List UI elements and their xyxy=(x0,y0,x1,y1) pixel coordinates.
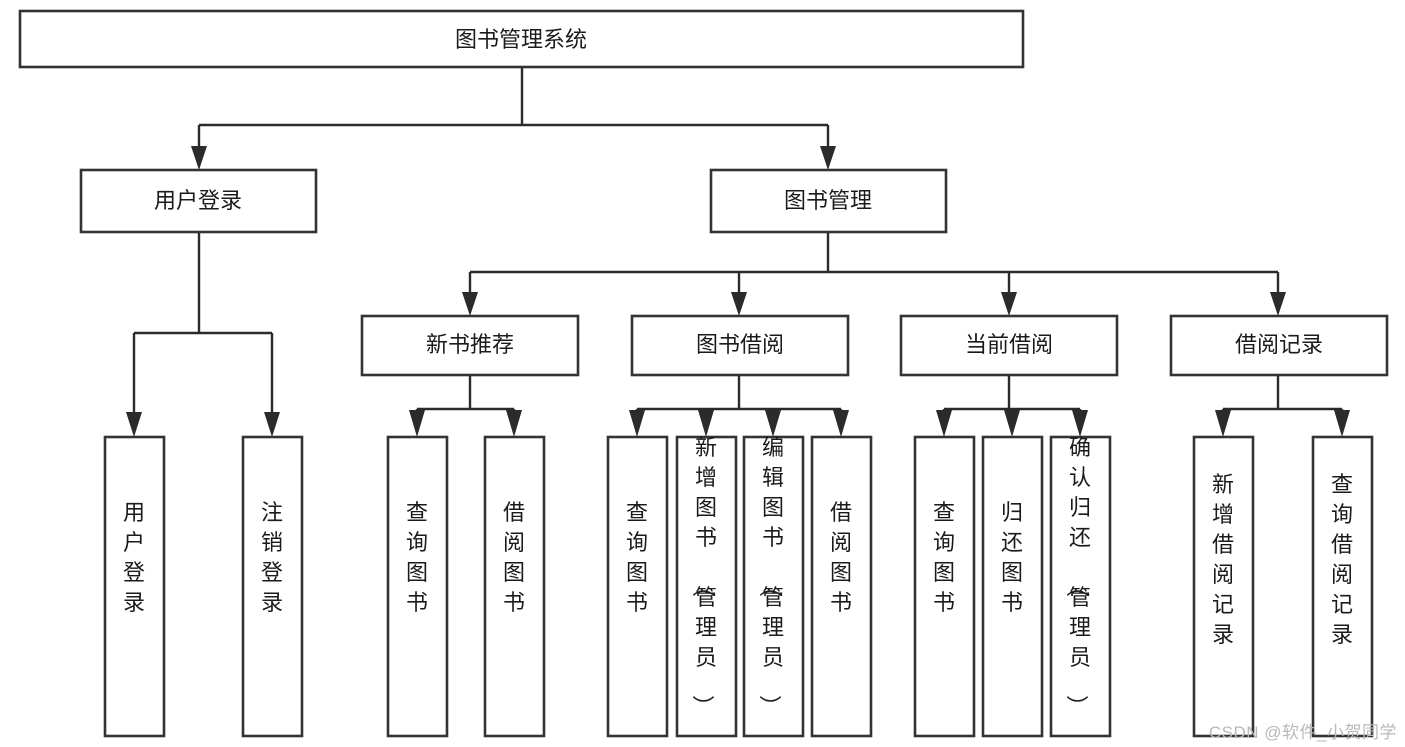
leaf-nb-query-book-label: 查询图书 xyxy=(406,500,428,615)
leaf-br-query-record-label: 查询借阅记录 xyxy=(1331,472,1353,647)
arrow-head-cb-leaf-2 xyxy=(1004,410,1020,437)
arrow-head-nb-leaf-1 xyxy=(409,410,425,437)
node-current-borrow-label: 当前借阅 xyxy=(965,332,1053,357)
arrow-head-nb-leaf-2 xyxy=(506,410,522,437)
node-current-borrow-box[interactable] xyxy=(899,314,1119,377)
arrow-head-leaf-user-login xyxy=(126,412,142,437)
leaf-br-add-record[interactable]: 新增借阅记录 xyxy=(1192,435,1255,738)
node-book-manage[interactable]: 图书管理 xyxy=(709,168,948,234)
arrow-head-leaf-logout xyxy=(264,412,280,437)
node-book-borrow-box[interactable] xyxy=(630,314,850,377)
arrow-head-current-borrow xyxy=(1001,292,1017,316)
leaf-bb-query-book[interactable]: 查询图书 xyxy=(606,435,669,738)
connectors-borrow-record-to-leaves xyxy=(1215,375,1350,437)
arrow-head-bb-leaf-1 xyxy=(629,410,645,437)
arrow-head-bb-leaf-2 xyxy=(698,410,714,437)
node-root-label: 图书管理系统 xyxy=(455,27,587,52)
connectors-user-login-to-leaves xyxy=(126,232,280,437)
node-root[interactable]: 图书管理系统 xyxy=(18,9,1025,69)
leaf-cb-query-book-label: 查询图书 xyxy=(933,500,955,615)
leaf-bb-borrow-book-label: 借阅图书 xyxy=(830,500,852,615)
leaf-bb-edit-book-box[interactable] xyxy=(742,435,805,738)
node-user-login-box[interactable] xyxy=(79,168,318,234)
leaf-cb-query-book[interactable]: 查询图书 xyxy=(913,435,976,738)
arrow-head-br-leaf-1 xyxy=(1215,410,1231,437)
node-new-book-recommend-label: 新书推荐 xyxy=(426,332,514,357)
node-new-book-recommend-box[interactable] xyxy=(360,314,580,377)
arrow-head-bb-leaf-4 xyxy=(833,410,849,437)
leaf-user-login-box[interactable] xyxy=(103,435,166,738)
node-current-borrow[interactable]: 当前借阅 xyxy=(899,314,1119,377)
arrow-head-book-borrow xyxy=(731,292,747,316)
connectors-book-borrow-to-leaves xyxy=(629,375,849,437)
leaf-logout-label: 注销登录 xyxy=(261,500,283,615)
node-book-manage-label: 图书管理 xyxy=(784,188,872,213)
leaf-nb-query-book[interactable]: 查询图书 xyxy=(386,435,449,738)
leaf-br-add-record-box[interactable] xyxy=(1192,435,1255,738)
leaf-cb-confirm-return-box[interactable] xyxy=(1049,435,1112,738)
leaf-cb-return-book-label: 归还图书 xyxy=(1001,500,1023,615)
arrow-head-user-login xyxy=(191,146,207,170)
leaf-bb-add-book-box[interactable] xyxy=(675,435,738,738)
arrow-head-cb-leaf-3 xyxy=(1072,410,1088,437)
connectors-new-book-to-leaves xyxy=(409,375,522,437)
leaf-nb-borrow-book[interactable]: 借阅图书 xyxy=(483,435,546,738)
leaf-user-login[interactable]: 用户登录 xyxy=(103,435,166,738)
leaf-cb-return-book-box[interactable] xyxy=(981,435,1044,738)
leaf-nb-query-book-box[interactable] xyxy=(386,435,449,738)
node-root-box[interactable] xyxy=(18,9,1025,69)
leaf-logout[interactable]: 注销登录 xyxy=(241,435,304,738)
leaf-bb-borrow-book-box[interactable] xyxy=(810,435,873,738)
node-new-book-recommend[interactable]: 新书推荐 xyxy=(360,314,580,377)
leaf-logout-box[interactable] xyxy=(241,435,304,738)
node-user-login[interactable]: 用户登录 xyxy=(79,168,318,234)
leaf-bb-borrow-book[interactable]: 借阅图书 xyxy=(810,435,873,738)
node-borrow-record-label: 借阅记录 xyxy=(1235,332,1323,357)
leaf-bb-add-book[interactable]: 新增图书（管理员） xyxy=(675,435,738,738)
arrow-head-cb-leaf-1 xyxy=(936,410,952,437)
arrow-head-new-book xyxy=(462,292,478,316)
node-user-login-label: 用户登录 xyxy=(154,188,242,213)
leaf-bb-query-book-label: 查询图书 xyxy=(626,500,648,615)
connectors-root-to-level2 xyxy=(191,67,836,170)
leaf-br-add-record-label: 新增借阅记录 xyxy=(1212,472,1234,647)
arrow-head-book-manage xyxy=(820,146,836,170)
leaf-bb-query-book-box[interactable] xyxy=(606,435,669,738)
node-book-manage-box[interactable] xyxy=(709,168,948,234)
leaf-bb-edit-book[interactable]: 编辑图书（管理员） xyxy=(742,435,805,738)
arrow-head-bb-leaf-3 xyxy=(765,410,781,437)
leaf-bb-add-book-label: 新增图书（管理员） xyxy=(690,435,717,717)
leaf-cb-confirm-return-label: 确认归还（管理员） xyxy=(1064,435,1091,717)
arrow-head-borrow-record xyxy=(1270,292,1286,316)
leaf-cb-query-book-box[interactable] xyxy=(913,435,976,738)
leaf-br-query-record[interactable]: 查询借阅记录 xyxy=(1311,435,1374,738)
leaf-cb-confirm-return[interactable]: 确认归还（管理员） xyxy=(1049,435,1112,738)
leaf-br-query-record-box[interactable] xyxy=(1311,435,1374,738)
node-borrow-record[interactable]: 借阅记录 xyxy=(1169,314,1389,377)
csdn-watermark: CSDN @软件_小贺同学 xyxy=(1208,723,1397,742)
arrow-head-br-leaf-2 xyxy=(1334,410,1350,437)
leaf-nb-borrow-book-label: 借阅图书 xyxy=(503,500,525,615)
node-borrow-record-box[interactable] xyxy=(1169,314,1389,377)
node-book-borrow[interactable]: 图书借阅 xyxy=(630,314,850,377)
leaf-bb-edit-book-label: 编辑图书（管理员） xyxy=(757,435,784,717)
leaf-user-login-label: 用户登录 xyxy=(123,500,145,615)
node-book-borrow-label: 图书借阅 xyxy=(696,332,784,357)
leaf-cb-return-book[interactable]: 归还图书 xyxy=(981,435,1044,738)
connectors-book-manage-to-level3 xyxy=(462,232,1286,316)
leaf-nb-borrow-book-box[interactable] xyxy=(483,435,546,738)
connectors-current-borrow-to-leaves xyxy=(936,375,1088,437)
